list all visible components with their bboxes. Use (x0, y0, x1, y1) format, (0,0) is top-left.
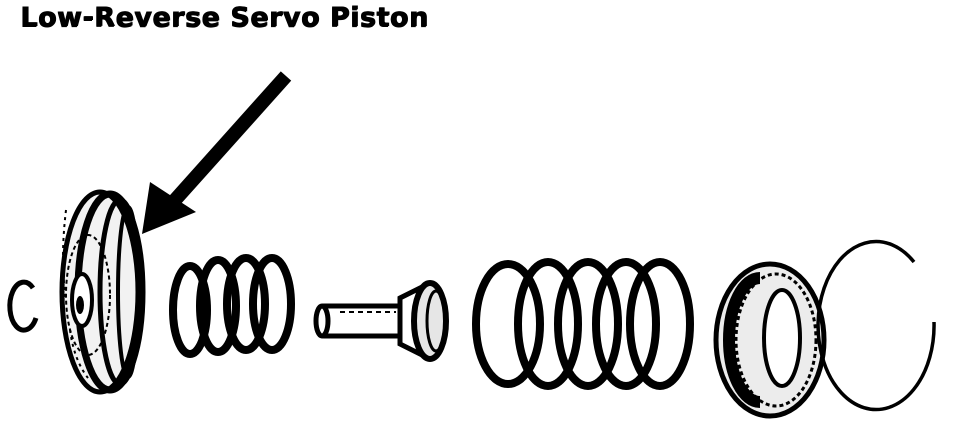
diagram-title: Low-Reverse Servo Piston (20, 2, 429, 33)
pointer-arrow-icon (142, 71, 292, 234)
inner-spring (169, 254, 295, 358)
retainer (713, 261, 827, 419)
snap-ring-small (7, 279, 39, 333)
snap-ring-large (816, 239, 936, 412)
piston-rod (313, 280, 449, 362)
servo-piston (59, 189, 146, 395)
outer-spring (472, 258, 694, 390)
